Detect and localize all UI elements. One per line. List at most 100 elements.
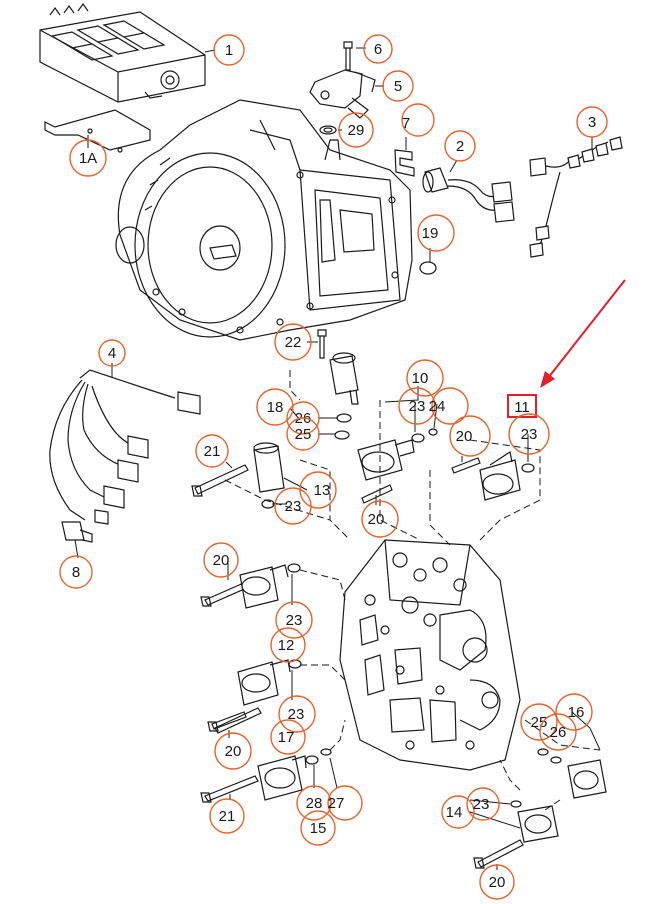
callout-27: 27 xyxy=(327,785,363,821)
callout-17: 17 xyxy=(270,719,306,755)
callout-label: 22 xyxy=(285,334,302,351)
callout-label: 14 xyxy=(446,804,463,821)
wiring-harness-2-drawing xyxy=(422,167,515,223)
callout-22: 22 xyxy=(274,323,312,361)
callout-label: 20 xyxy=(225,743,242,760)
leader-lines xyxy=(74,47,601,870)
solenoid-14-drawing xyxy=(473,800,559,869)
callout-16: 16 xyxy=(555,693,593,731)
callout-label: 17 xyxy=(278,729,295,746)
callout-23-upper: 23 xyxy=(398,387,436,425)
wiring-harness-4-drawing xyxy=(49,369,201,525)
callout-23-mid: 23 xyxy=(274,487,312,525)
callout-label: 23 xyxy=(285,498,302,515)
callout-label: 21 xyxy=(219,808,236,825)
callout-15: 15 xyxy=(300,810,336,846)
callout-label: 27 xyxy=(328,795,345,812)
callout-20-lower: 20 xyxy=(479,864,515,900)
bolts-drawing xyxy=(207,711,247,732)
callout-7: 7 xyxy=(401,103,435,137)
callout-29: 29 xyxy=(338,112,374,148)
callout-20-mid: 20 xyxy=(361,500,399,538)
callout-label: 8 xyxy=(72,564,80,581)
wiring-harness-3-drawing xyxy=(529,136,623,258)
solenoid-12-drawing xyxy=(200,563,301,609)
callout-label: 25 xyxy=(295,426,312,443)
callout-6: 6 xyxy=(363,34,393,64)
callout-20-upper: 20 xyxy=(449,415,491,457)
sensor-bolt-clamp-drawing xyxy=(309,41,376,135)
callout-1a: 1A xyxy=(69,139,107,177)
callout-14: 14 xyxy=(441,795,475,829)
solenoid-16-drawing xyxy=(537,748,607,799)
callout-28: 28 xyxy=(296,785,332,821)
callout-label: 20 xyxy=(368,511,385,528)
solenoid-11-drawing xyxy=(451,451,535,501)
callout-label: 12 xyxy=(278,637,295,654)
callout-18: 18 xyxy=(256,388,294,426)
callout-12: 12 xyxy=(270,627,306,663)
callout-21-upper: 21 xyxy=(195,434,229,468)
callout-label: 21 xyxy=(204,443,221,460)
callout-label: 29 xyxy=(348,122,365,139)
callout-label: 23 xyxy=(288,706,305,723)
callout-label: 20 xyxy=(489,874,506,891)
assembly-lines xyxy=(224,370,601,811)
solenoid-17-drawing xyxy=(214,659,302,734)
solenoid-upper-drawing xyxy=(317,329,359,440)
callout-3: 3 xyxy=(576,106,608,138)
callout-label: 26 xyxy=(550,724,567,741)
callout-4: 4 xyxy=(98,339,126,367)
callout-21-lower: 21 xyxy=(209,798,245,834)
callout-label: 23 xyxy=(521,426,538,443)
clip-drawing xyxy=(394,149,415,177)
callout-label: 13 xyxy=(314,482,331,499)
callout-label: 19 xyxy=(422,225,439,242)
solenoid-13-drawing xyxy=(191,442,285,509)
callout-10: 10 xyxy=(406,359,444,397)
callout-label: 20 xyxy=(213,552,230,569)
callout-label: 5 xyxy=(394,78,402,95)
callout-label: 23 xyxy=(286,612,303,629)
o-ring-19-drawing xyxy=(419,261,437,275)
callout-1: 1 xyxy=(213,34,245,66)
callout-label: 18 xyxy=(267,399,284,416)
callout-label: 24 xyxy=(429,398,446,415)
callout-25-lower: 25 xyxy=(520,703,558,741)
sensor-8-drawing xyxy=(61,521,93,543)
solenoid-10-drawing xyxy=(357,428,438,504)
callout-2: 2 xyxy=(444,130,476,162)
callout-label: 25 xyxy=(531,714,548,731)
callout-label: 4 xyxy=(108,345,116,362)
callout-23-left1: 23 xyxy=(275,601,313,639)
callout-25: 25 xyxy=(286,417,320,451)
callout-label: 23 xyxy=(473,796,490,813)
control-module-drawing xyxy=(39,2,206,103)
callout-13: 13 xyxy=(299,471,337,509)
bracket-drawing xyxy=(44,109,151,153)
callout-8: 8 xyxy=(59,555,93,589)
callout-19: 19 xyxy=(417,214,455,252)
callout-label: 6 xyxy=(374,41,382,58)
callout-label: 15 xyxy=(310,820,327,837)
callout-label: 16 xyxy=(568,704,585,721)
callout-label: 1A xyxy=(79,150,97,167)
valve-body-drawing xyxy=(339,539,521,771)
callout-label: 3 xyxy=(588,114,596,131)
callout-23-left2: 23 xyxy=(278,695,316,733)
callout-label: 23 xyxy=(409,398,426,415)
callout-20-left: 20 xyxy=(203,542,239,578)
callout-label: 7 xyxy=(402,115,410,132)
callout-label: 2 xyxy=(456,138,464,155)
red-arrow xyxy=(540,279,626,388)
transmission-housing-drawing xyxy=(115,99,413,341)
callout-label: 20 xyxy=(456,428,473,445)
callout-5: 5 xyxy=(382,70,414,102)
callout-label: 11 xyxy=(514,399,530,416)
callout-label: 28 xyxy=(306,795,323,812)
solenoid-15-drawing xyxy=(200,748,332,803)
callout-23-lower: 23 xyxy=(466,787,500,821)
callout-26-lower: 26 xyxy=(539,713,577,751)
